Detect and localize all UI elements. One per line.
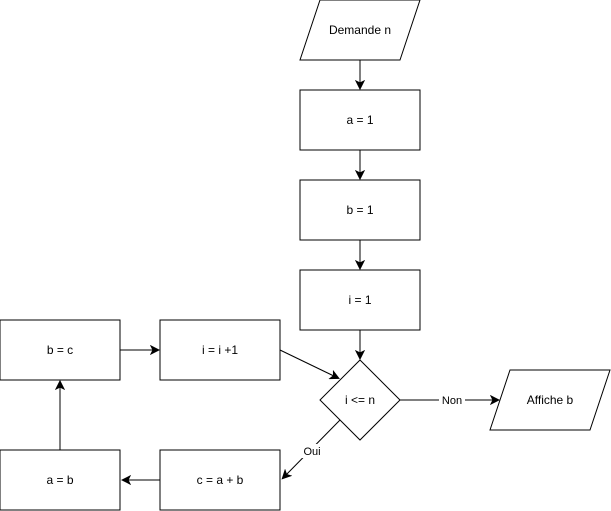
- node-assign-b-c: b = c: [0, 319, 121, 381]
- edge-i-increment-to-condition: [279, 349, 338, 378]
- node-output-b: Affiche b: [489, 369, 611, 431]
- node-increment-i-label: i = i +1: [202, 343, 238, 357]
- node-assign-b-c-label: b = c: [47, 343, 73, 357]
- node-assign-b1-label: b = 1: [346, 203, 373, 217]
- node-assign-a1-label: a = 1: [346, 113, 373, 127]
- edge-label-yes: Oui: [301, 444, 323, 458]
- node-condition: i <= n: [319, 359, 401, 441]
- edge-label-no-text: Non: [442, 395, 462, 407]
- node-assign-a-b-label: a = b: [46, 473, 73, 487]
- node-condition-label: i <= n: [345, 393, 375, 407]
- edge-label-no: Non: [439, 393, 465, 407]
- node-assign-i1: i = 1: [299, 269, 421, 331]
- edge-label-yes-text: Oui: [303, 446, 320, 458]
- node-increment-i: i = i +1: [159, 319, 281, 381]
- node-input-n-label: Demande n: [329, 23, 391, 37]
- node-output-b-label: Affiche b: [527, 393, 574, 407]
- node-assign-a-b: a = b: [0, 449, 121, 511]
- node-assign-i1-label: i = 1: [348, 293, 371, 307]
- node-assign-c-label: c = a + b: [197, 473, 244, 487]
- flowchart-edges: [60, 60, 498, 480]
- node-input-n: Demande n: [299, 0, 421, 61]
- node-assign-c: c = a + b: [159, 449, 281, 511]
- node-assign-b1: b = 1: [299, 179, 421, 241]
- node-assign-a1: a = 1: [299, 89, 421, 151]
